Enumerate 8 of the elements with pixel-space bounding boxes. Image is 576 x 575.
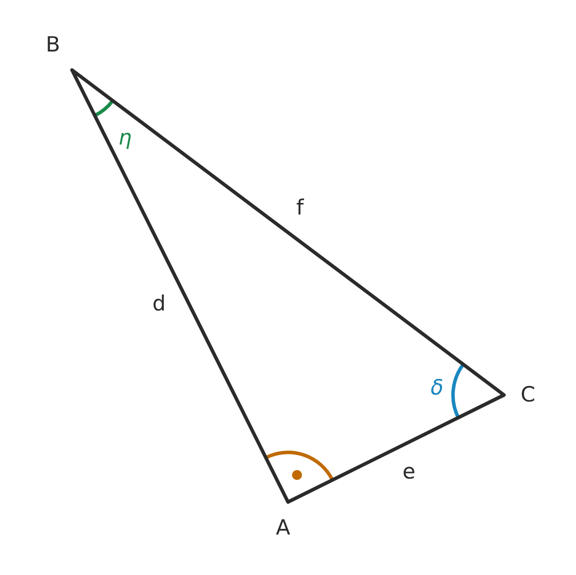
side-label: d bbox=[152, 294, 166, 314]
angle-label: δ bbox=[430, 378, 444, 398]
vertex-label: B bbox=[46, 34, 60, 56]
side-label: e bbox=[402, 462, 416, 482]
vertex-label: A bbox=[276, 518, 290, 538]
side-label: f bbox=[296, 198, 304, 218]
angle-label: η bbox=[118, 128, 132, 148]
vertex-label: C bbox=[520, 384, 536, 406]
